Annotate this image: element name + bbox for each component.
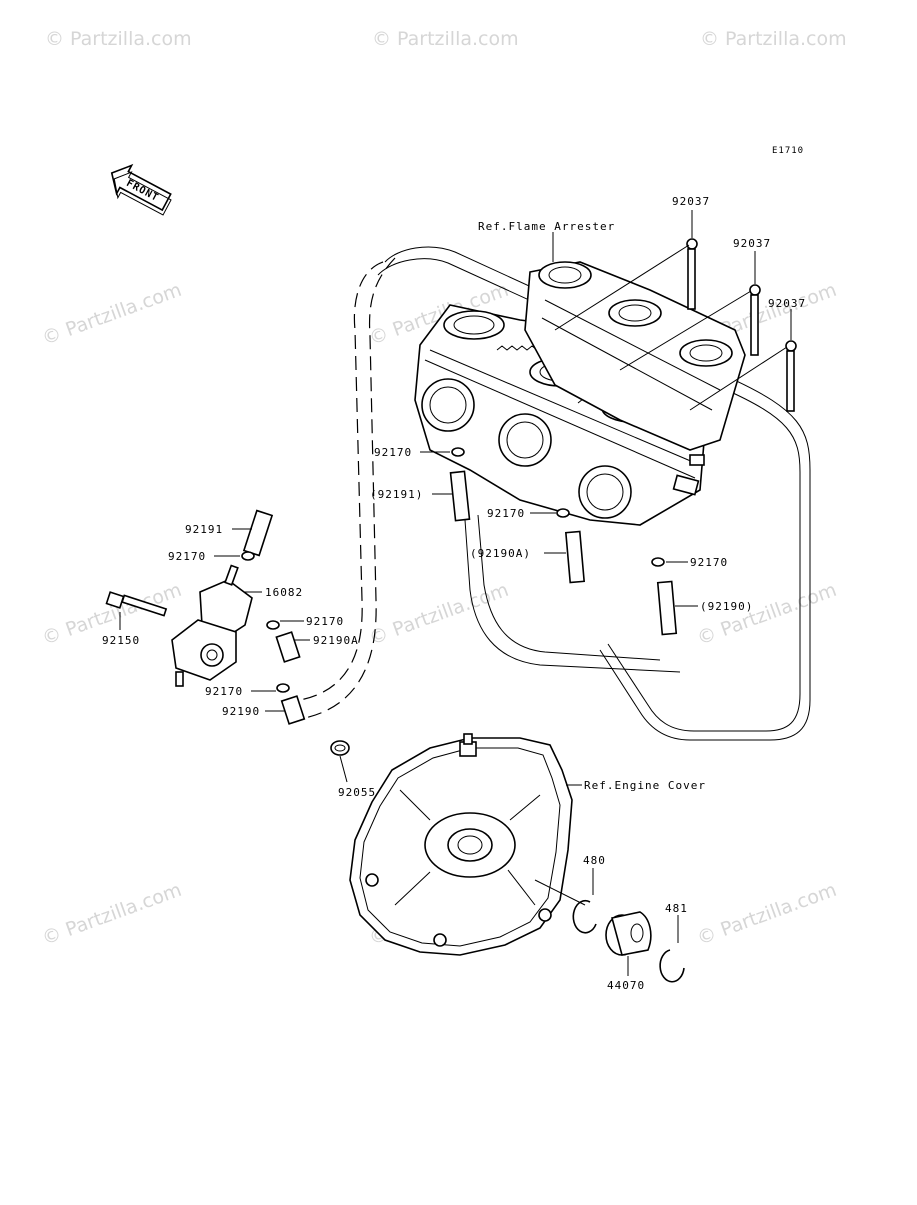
- part-label-92170: 92170: [374, 446, 412, 459]
- part-label-16082: 16082: [265, 586, 303, 599]
- bolt-92037-b: [619, 251, 761, 371]
- diagram-code: E1710: [772, 146, 804, 156]
- part-label-44070: 44070: [607, 979, 645, 992]
- front-arrow-icon: FRONT: [110, 163, 172, 216]
- part-label-92190: 92190: [222, 705, 260, 718]
- watermark: © Partzilla.com: [39, 279, 184, 350]
- watermark: © Partzilla.com: [694, 579, 839, 650]
- ref-flame-arrester-label: Ref.Flame Arrester: [478, 220, 615, 233]
- part-label-481: 481: [665, 902, 688, 915]
- ref-engine-cover-label: Ref.Engine Cover: [584, 779, 706, 792]
- bearing-44070: [605, 911, 652, 976]
- hose-92190a: [275, 631, 310, 663]
- fuel-valve-16082: [171, 564, 262, 687]
- part-label-92191: (92191): [370, 488, 423, 501]
- watermark: © Partzilla.com: [372, 28, 519, 50]
- hose-routing: [299, 246, 811, 741]
- snap-ring-481: [659, 915, 685, 983]
- part-label-92037: 92037: [768, 297, 806, 310]
- part-label-92170: 92170: [168, 550, 206, 563]
- watermark: © Partzilla.com: [366, 579, 511, 650]
- part-label-92170: 92170: [205, 685, 243, 698]
- clamp-92170: [214, 551, 255, 561]
- part-label-92190a: (92190A): [470, 547, 531, 560]
- hose-92190a: [544, 530, 586, 584]
- hose-92191: [232, 509, 274, 557]
- clamp-92170: [651, 557, 688, 567]
- bolt-92037-a: [554, 210, 698, 331]
- clamp-92170: [530, 508, 570, 518]
- part-label-480: 480: [583, 854, 606, 867]
- clamp-92170: [420, 447, 465, 457]
- bolt-92037-c: [689, 309, 797, 412]
- hose-92190: [656, 580, 698, 636]
- clamp-92170: [251, 683, 290, 693]
- part-label-92037: 92037: [672, 195, 710, 208]
- watermark: © Partzilla.com: [45, 28, 192, 50]
- o-ring-92055: [330, 740, 350, 783]
- watermark: © Partzilla.com: [694, 879, 839, 950]
- engine-cover: [349, 733, 582, 956]
- watermark: © Partzilla.com: [700, 28, 847, 50]
- snap-ring-480: [534, 868, 597, 934]
- part-label-92150: 92150: [102, 634, 140, 647]
- part-label-92170: 92170: [690, 556, 728, 569]
- part-label-92191: 92191: [185, 523, 223, 536]
- part-label-92190a: 92190A: [313, 634, 359, 647]
- part-label-92037: 92037: [733, 237, 771, 250]
- part-label-92170: 92170: [306, 615, 344, 628]
- hose-92190: [265, 695, 306, 725]
- bolt-92150: [105, 591, 168, 630]
- hose-92191: [432, 470, 471, 522]
- part-label-92055: 92055: [338, 786, 376, 799]
- clamp-92170: [266, 620, 304, 630]
- part-label-92170: 92170: [487, 507, 525, 520]
- watermark: © Partzilla.com: [39, 879, 184, 950]
- part-label-92190: (92190): [700, 600, 753, 613]
